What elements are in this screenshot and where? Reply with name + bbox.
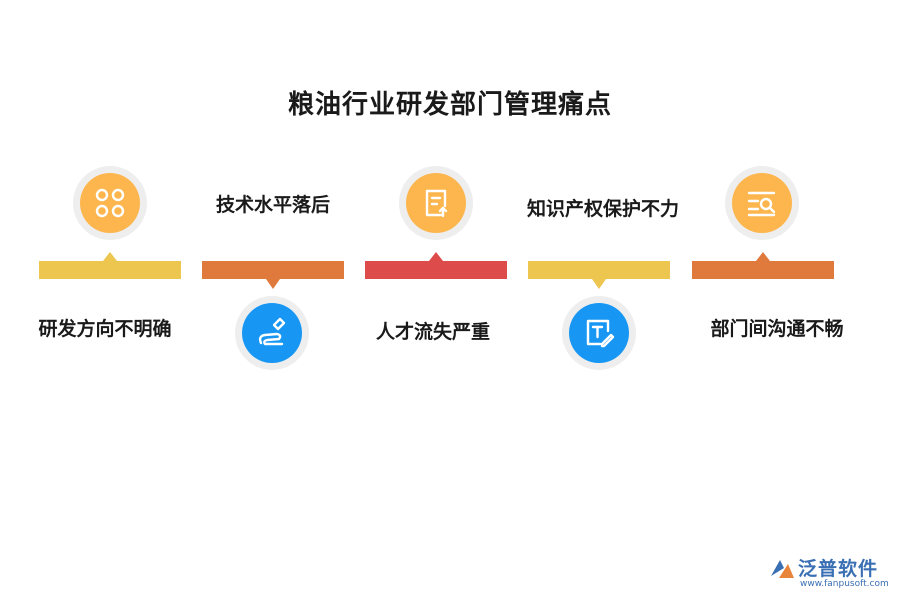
item-3-bar-pointer [429, 252, 443, 261]
brand-logo: 泛普软件 www.fanpusoft.com [768, 554, 896, 596]
item-3-label: 人才流失严重 [375, 321, 490, 343]
item-3-icon-circle [399, 166, 473, 240]
item-4-bar [528, 261, 670, 289]
brand-url: www.fanpusoft.com [800, 579, 889, 589]
item-4-icon-circle [562, 296, 636, 370]
brand-mark-icon [771, 560, 794, 578]
item-1-bar [39, 252, 181, 279]
item-4-bar-pointer [592, 279, 606, 289]
pen-icon [258, 317, 286, 346]
document-upload-icon [425, 189, 448, 218]
brand-name: 泛普软件 [798, 558, 879, 580]
item-1-bar-pointer [103, 252, 117, 261]
item-5-bar [692, 252, 834, 279]
item-2-label: 技术水平落后 [215, 194, 330, 216]
item-1-icon-circle [73, 166, 147, 240]
item-2-icon-circle [235, 296, 309, 370]
item-5-bar-pointer [756, 252, 770, 261]
item-2-bar [202, 261, 344, 289]
item-2-bar-pointer [266, 279, 280, 289]
text-edit-icon [586, 319, 615, 348]
page-title: 粮油行业研发部门管理痛点 [287, 90, 612, 120]
item-4-label: 知识产权保护不力 [526, 198, 679, 220]
item-5-icon-circle [725, 166, 799, 240]
grid-icon [95, 188, 125, 218]
item-3-bar [365, 252, 507, 279]
item-5-label: 部门间沟通不畅 [710, 318, 844, 340]
search-list-icon [747, 191, 776, 217]
item-1-label: 研发方向不明确 [38, 318, 172, 340]
